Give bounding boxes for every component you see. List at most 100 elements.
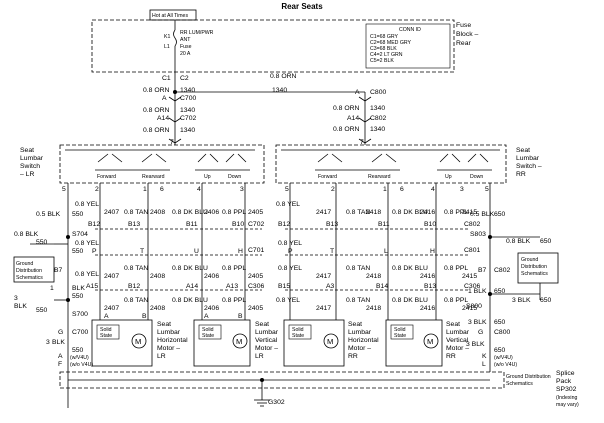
motor-label: LR bbox=[157, 353, 166, 360]
motor-label: Motor – bbox=[446, 345, 469, 352]
wire-label: 0.8 PPL bbox=[444, 209, 468, 216]
pin-label: 4 bbox=[197, 186, 201, 193]
motor-symbol-1 bbox=[131, 333, 147, 349]
pin-label: 1 bbox=[50, 285, 54, 292]
connector-label: C702 bbox=[180, 115, 196, 122]
motor-symbol-2 bbox=[232, 333, 248, 349]
svg-text:State: State bbox=[394, 333, 406, 339]
ground-schematics-label: Schematics bbox=[521, 271, 548, 277]
circuit-label: 2416 bbox=[420, 209, 435, 216]
wire-label: 0.8 ORN bbox=[333, 126, 360, 133]
wire-label: 0.5 BLK bbox=[470, 211, 495, 218]
pin-label: U bbox=[194, 248, 199, 255]
wire-label: 3 bbox=[14, 295, 18, 302]
circuit-label: 2417 bbox=[316, 273, 331, 280]
motor-label: Motor – bbox=[348, 345, 371, 352]
pin-label: A13 bbox=[226, 283, 238, 290]
pin-label: H bbox=[238, 248, 243, 255]
conn-id-row: C1=68 GRY bbox=[370, 34, 399, 40]
switch-lr-down: Down bbox=[228, 174, 241, 180]
circuit-label: 650 bbox=[494, 319, 506, 326]
wire-label: 0.8 TAN bbox=[346, 297, 370, 304]
svg-text:Solid: Solid bbox=[202, 327, 214, 333]
svg-text:Solid: Solid bbox=[292, 327, 304, 333]
pin-label: F bbox=[58, 361, 62, 368]
wire-label: 0.8 DK BLU bbox=[392, 209, 428, 216]
motor-lr-horizontal-box bbox=[91, 319, 153, 367]
switch-lr-label: Seat bbox=[20, 147, 34, 154]
pin-label: P bbox=[288, 248, 293, 255]
option-label: (w/o V4U) bbox=[494, 362, 517, 368]
wire-label: 0.8 YEL bbox=[278, 265, 302, 272]
circuit-label: 2407 bbox=[104, 273, 119, 280]
lr-wires bbox=[67, 183, 246, 408]
pin-label: B10 bbox=[232, 221, 244, 228]
pin-label: G bbox=[478, 329, 483, 336]
switch-rr-down: Down bbox=[470, 174, 483, 180]
pin-label: B12 bbox=[278, 221, 290, 228]
pin-label: P bbox=[92, 248, 97, 255]
motor-label: Lumbar bbox=[348, 329, 372, 336]
connector-label: C802 bbox=[370, 115, 386, 122]
circuit-label: 650 bbox=[540, 238, 552, 245]
circuit-label: 2405 bbox=[248, 209, 263, 216]
connector-label: C700 bbox=[72, 329, 88, 336]
pin-label: B bbox=[238, 313, 243, 320]
circuit-label: 650 bbox=[540, 297, 552, 304]
pin-label: B11 bbox=[378, 221, 390, 228]
wire-label: 0.8 YEL bbox=[75, 240, 99, 247]
motor-label: Seat bbox=[157, 321, 171, 328]
wire-label: 3 BLK bbox=[466, 341, 485, 348]
circuit-label: 2415 bbox=[462, 209, 477, 216]
svg-text:Solid: Solid bbox=[394, 327, 406, 333]
pin-label: A bbox=[162, 95, 167, 102]
pin-label: L bbox=[482, 361, 486, 368]
ground-schematics-label: Distribution bbox=[521, 264, 547, 270]
circuit-label: 1340 bbox=[272, 87, 287, 94]
connector-label: C306 bbox=[248, 283, 264, 290]
pin-label: A bbox=[104, 313, 109, 320]
fuse-label: RR LUM/PWR bbox=[180, 30, 214, 36]
splice-pack-outline bbox=[59, 371, 505, 389]
connector-label: C802 bbox=[464, 221, 480, 228]
splice-pack-label: SP302 bbox=[556, 386, 577, 393]
switch-lr-label: Switch bbox=[20, 163, 40, 170]
option-label: (w/o V4U) bbox=[70, 362, 93, 368]
conn-id-box bbox=[365, 23, 451, 69]
connector-c802-top bbox=[358, 117, 372, 123]
circuit-label: 550 bbox=[36, 239, 48, 246]
connector-c2-label: C2 bbox=[180, 75, 189, 82]
switch-rr-forward: Forward bbox=[318, 174, 337, 180]
switch-lr-label: Lumbar bbox=[20, 155, 44, 162]
wire-label: 0.8 DK BLU bbox=[172, 265, 208, 272]
pin-label: B11 bbox=[186, 221, 198, 228]
connector-label: C702 bbox=[248, 221, 264, 228]
wire-label: 0.8 ORN bbox=[143, 87, 170, 94]
pin-label: 5 bbox=[62, 186, 66, 193]
splice-label: S704 bbox=[72, 231, 88, 238]
pin-label: 2 bbox=[331, 186, 335, 193]
svg-text:State: State bbox=[292, 333, 304, 339]
fuse-sub: ANT bbox=[180, 37, 191, 43]
motor-rr-horizontal: Solid State M Seat Lumbar Horizontal Mot… bbox=[292, 321, 379, 360]
circuit-label: 550 bbox=[72, 248, 84, 255]
switch-rr-up: Up bbox=[445, 174, 452, 180]
ground-schematics-label: Ground bbox=[521, 257, 538, 263]
wire-label: 0.8 PPL bbox=[444, 297, 468, 304]
wire-label: 0.8 YEL bbox=[276, 201, 300, 208]
motor-rr-vertical: Solid State M Seat Lumbar Vertical Motor… bbox=[394, 321, 470, 360]
circuit-label: 550 bbox=[72, 347, 84, 354]
circuit-label: 650 bbox=[494, 211, 506, 218]
pin-label: B bbox=[142, 313, 147, 320]
wire-label: 0.8 ORN bbox=[333, 105, 360, 112]
circuit-label: 1340 bbox=[180, 107, 195, 114]
fuse-k1: K1 bbox=[164, 34, 170, 40]
wire-label: 0.8 DK BLU bbox=[392, 297, 428, 304]
motor-m-symbol: M bbox=[327, 337, 333, 346]
switch-lr-rearward: Rearward bbox=[142, 174, 165, 180]
circuit-label: 2405 bbox=[248, 273, 263, 280]
circuit-label: 2417 bbox=[316, 209, 331, 216]
switch-rr-rearward: Rearward bbox=[368, 174, 391, 180]
connector-label: C700 bbox=[180, 95, 196, 102]
pin-label: 4 bbox=[431, 186, 435, 193]
